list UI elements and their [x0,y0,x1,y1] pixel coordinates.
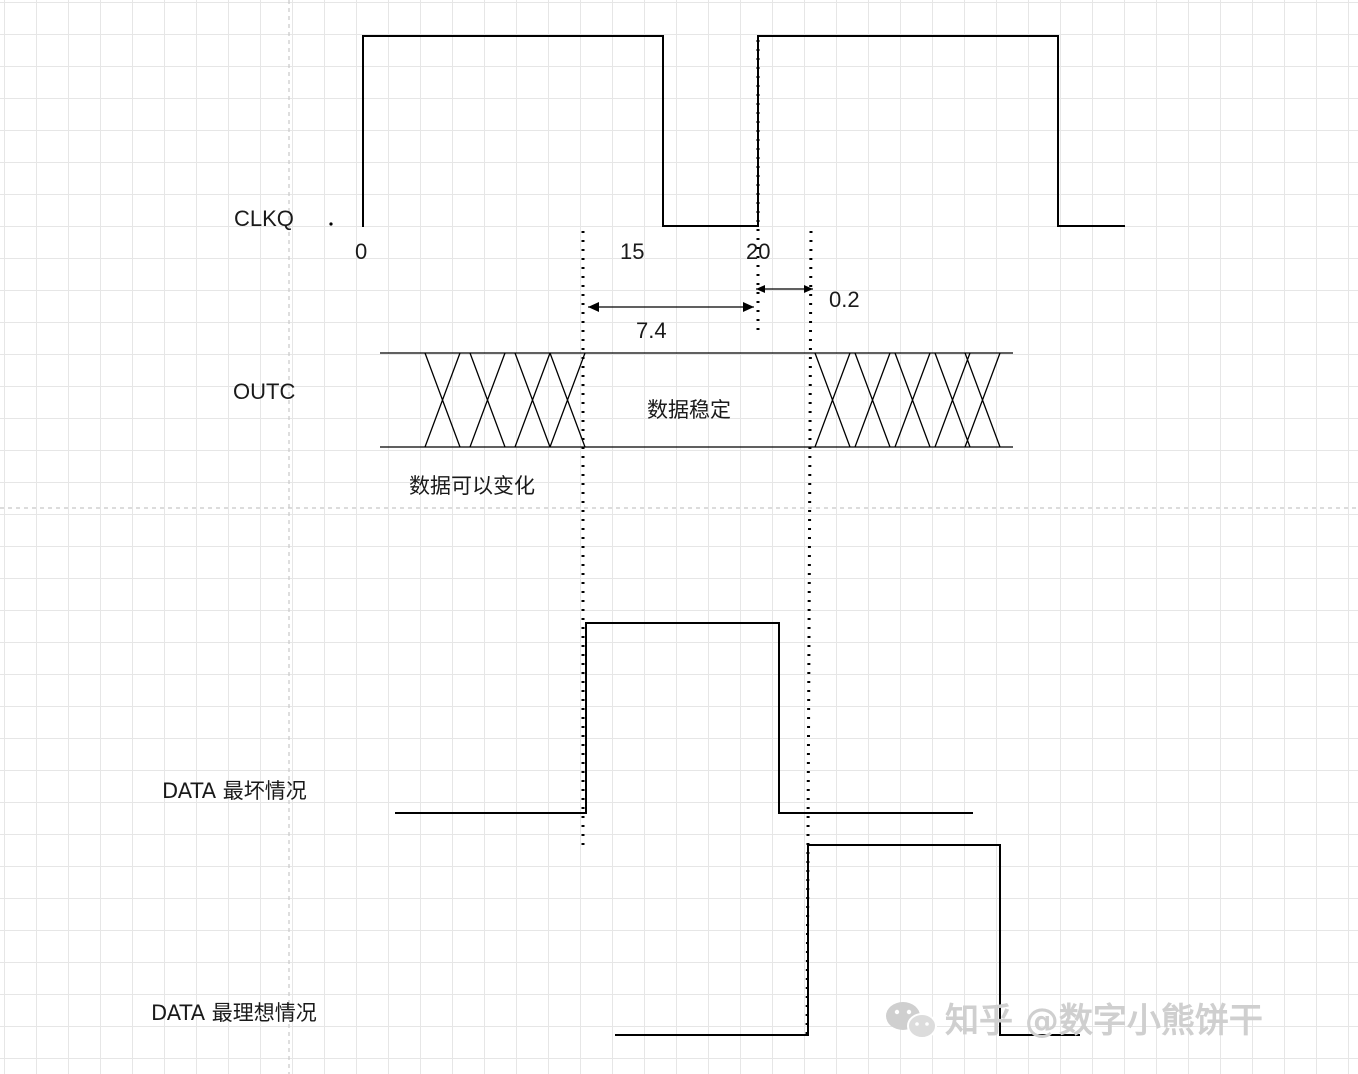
time-label-0: 0 [355,239,367,264]
clk-waveform [362,35,1125,227]
time-label-20: 20 [746,239,770,264]
stable-annotation: 数据稳定 [647,398,731,422]
arrow-head-left [588,302,599,312]
wechat-icon [886,1002,937,1039]
setup-interval-label: 7.4 [636,318,667,343]
out-crossing-left [424,352,586,448]
data-ideal-waveform [615,844,1080,1036]
watermark-text: 知乎 @数字小熊饼干 [945,1001,1263,1041]
time-label-15: 15 [620,239,644,264]
data-worst-waveform [395,622,973,814]
out-label: OUTC [233,379,295,404]
changing-annotation: 数据可以变化 [409,474,535,498]
arrow-head-left [756,285,765,293]
clk-marker-dot [329,222,333,226]
arrow-head-right [743,302,754,312]
clk-label: CLKQ [234,206,294,231]
arrow-head-right [804,285,813,293]
out-crossing-right [814,352,1001,448]
data-worst-label: DATA 最坏情况 [162,779,307,803]
data-ideal-label: DATA 最理想情况 [151,1001,317,1025]
hold-interval-label: 0.2 [829,287,860,312]
